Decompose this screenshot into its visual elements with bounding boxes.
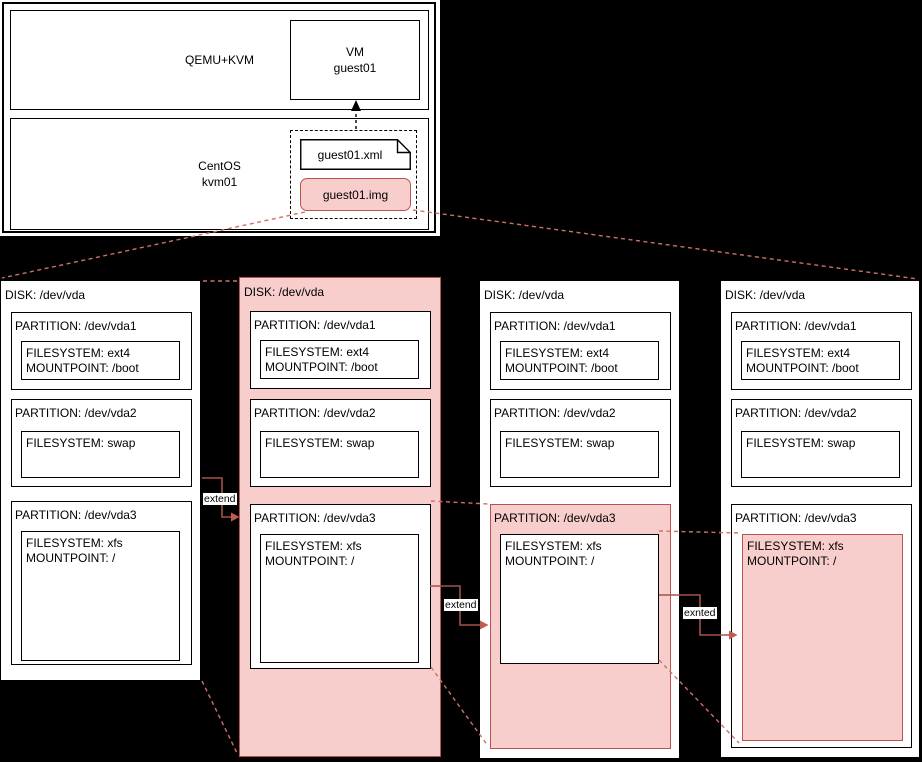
disk4-vda2-filesystem: FILESYSTEM: swap	[741, 431, 900, 478]
disk1-disk2-bottom-dash	[201, 680, 239, 756]
disk4-label: DISK: /dev/vda	[725, 288, 806, 302]
disk1-box: DISK: /dev/vda PARTITION: /dev/vda1 FILE…	[0, 280, 201, 681]
disk4-vda1-filesystem: FILESYSTEM: ext4 MOUNTPOINT: /boot	[741, 341, 900, 380]
disk3-partition-vda1: PARTITION: /dev/vda1 FILESYSTEM: ext4 MO…	[490, 312, 671, 390]
vm-guest01-box: VM guest01	[290, 20, 420, 100]
disk1-vda3-filesystem: FILESYSTEM: xfs MOUNTPOINT: /	[21, 531, 180, 661]
os-label-line1: CentOS	[198, 159, 241, 173]
disk2-vda2-filesystem: FILESYSTEM: swap	[260, 431, 419, 478]
extend-label-2: extend	[444, 599, 478, 611]
disk1-partition-vda2: PARTITION: /dev/vda2 FILESYSTEM: swap	[11, 399, 192, 487]
vm-files-dashed-group	[290, 130, 417, 219]
disk2-box-highlighted: DISK: /dev/vda PARTITION: /dev/vda1 FILE…	[239, 277, 441, 757]
vm-label-line1: VM	[346, 45, 364, 59]
disk1-vda1-filesystem: FILESYSTEM: ext4 MOUNTPOINT: /boot	[21, 341, 180, 380]
disk3-box: DISK: /dev/vda PARTITION: /dev/vda1 FILE…	[479, 280, 680, 759]
xml-file-shape: guest01.xml	[300, 139, 411, 170]
disk2-partition-vda1: PARTITION: /dev/vda1 FILESYSTEM: ext4 MO…	[250, 311, 431, 389]
qemu-kvm-label: QEMU+KVM	[184, 53, 254, 67]
disk3-partition-vda3-highlighted: PARTITION: /dev/vda3 FILESYSTEM: xfs MOU…	[490, 504, 671, 749]
xml-file-label: guest01.xml	[317, 147, 383, 162]
disk2-vda3-filesystem: FILESYSTEM: xfs MOUNTPOINT: /	[260, 534, 419, 663]
disk3-label: DISK: /dev/vda	[484, 288, 565, 302]
disk2-partition-vda2: PARTITION: /dev/vda2 FILESYSTEM: swap	[250, 399, 431, 487]
disk2-partition-vda3: PARTITION: /dev/vda3 FILESYSTEM: xfs MOU…	[250, 504, 431, 669]
disk4-partition-vda2: PARTITION: /dev/vda2 FILESYSTEM: swap	[731, 399, 912, 487]
disk3-vda2-filesystem: FILESYSTEM: swap	[500, 431, 659, 478]
disk2-label: DISK: /dev/vda	[244, 285, 325, 299]
vm-label-line2: guest01	[333, 61, 377, 75]
extend-label-3: exnted	[683, 607, 717, 619]
disk3-vda3-filesystem: FILESYSTEM: xfs MOUNTPOINT: /	[500, 534, 659, 664]
document-icon	[300, 139, 411, 170]
img-file-shape: guest01.img	[300, 178, 411, 211]
img-to-disk4-dash	[412, 209, 919, 280]
disk4-vda3-filesystem-highlighted: FILESYSTEM: xfs MOUNTPOINT: /	[742, 534, 903, 741]
os-label-line2: kvm01	[201, 175, 238, 189]
extend-label-1: extend	[203, 493, 237, 505]
disk4-partition-vda3: PARTITION: /dev/vda3 FILESYSTEM: xfs MOU…	[731, 504, 912, 748]
disk3-partition-vda2: PARTITION: /dev/vda2 FILESYSTEM: swap	[490, 399, 671, 487]
disk1-label: DISK: /dev/vda	[5, 288, 86, 302]
img-file-label: guest01.img	[322, 187, 389, 202]
disk4-box: DISK: /dev/vda PARTITION: /dev/vda1 FILE…	[720, 280, 920, 758]
disk2-vda1-filesystem: FILESYSTEM: ext4 MOUNTPOINT: /boot	[260, 340, 419, 379]
disk1-partition-vda1: PARTITION: /dev/vda1 FILESYSTEM: ext4 MO…	[11, 312, 192, 390]
disk3-vda1-filesystem: FILESYSTEM: ext4 MOUNTPOINT: /boot	[500, 341, 659, 380]
disk1-partition-vda3: PARTITION: /dev/vda3 FILESYSTEM: xfs MOU…	[11, 501, 192, 665]
disk1-vda2-filesystem: FILESYSTEM: swap	[21, 431, 180, 478]
disk4-partition-vda1: PARTITION: /dev/vda1 FILESYSTEM: ext4 MO…	[731, 312, 912, 390]
